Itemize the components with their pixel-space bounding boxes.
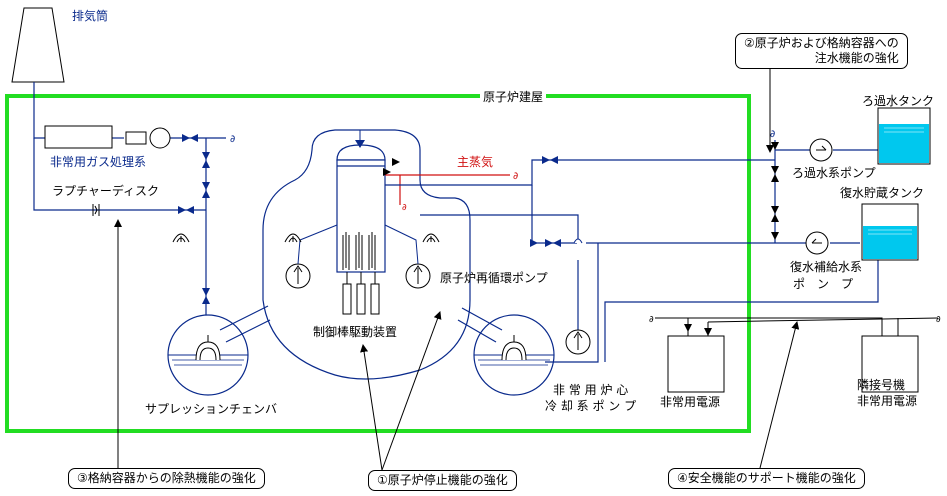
vent-pipes: [219, 305, 503, 343]
callout-injection: ②原子炉および格納容器への 注水機能の強化: [735, 33, 908, 69]
gas-treatment-label: 非常用ガス処理系: [50, 155, 147, 169]
adjacent-power-label-2: 非常用電源: [857, 394, 918, 408]
blower-icon: [125, 127, 171, 149]
emergency-power-label: 非常用電源: [660, 395, 721, 409]
filtered-water-pump-label: ろ過水系ポンプ: [792, 166, 876, 180]
filtered-vent-symbol: ∂: [770, 129, 775, 140]
exhaust-stack: [11, 7, 65, 83]
gas-treatment-unit: [44, 125, 113, 149]
adjacent-power-label-1: 隣接号機: [857, 378, 906, 392]
recirc-pump-right: [384, 224, 431, 289]
crd-label: 制御棒駆動装置: [313, 325, 398, 339]
condensate-storage-tank: [861, 203, 919, 261]
callout-pointers: [114, 68, 800, 471]
steam-valve-icons: [383, 158, 400, 176]
suppression-chamber-left: [167, 314, 249, 396]
power-symbol-right: ∂: [936, 315, 941, 325]
steam-end-symbol: ∂: [513, 171, 518, 182]
filtered-water-tank-label: ろ過水タンク: [862, 94, 935, 108]
steam-vent-symbol: ∂: [402, 203, 407, 213]
callout-support: ④安全機能のサポート機能の強化: [668, 468, 865, 489]
power-symbol-left: ∂: [649, 315, 654, 325]
fuel-assemblies: [342, 232, 376, 270]
eccs-pump-label-2: 冷 却 系 ポ ン プ: [545, 399, 637, 413]
reactor-building-outline: [5, 94, 751, 433]
eccs-pump: [565, 329, 591, 355]
injection-valve-icons: [530, 156, 561, 247]
condensate-pump: [805, 231, 829, 255]
reactor-building-label: 原子炉建屋: [480, 90, 547, 105]
stack-label: 排気筒: [72, 9, 109, 23]
callout-heat-removal: ③格納容器からの除熱機能の強化: [68, 468, 265, 489]
filtered-water-tank: [877, 107, 931, 165]
suppression-chamber-right: [473, 314, 555, 396]
pipe-crossover: [573, 238, 583, 244]
adjacent-power-box: [861, 335, 919, 393]
filtered-water-pump: [809, 138, 833, 162]
power-lines: [655, 317, 939, 336]
callout-shutdown: ①原子炉停止機能の強化: [368, 470, 517, 491]
condensate-tank-label: 復水貯蔵タンク: [840, 186, 925, 200]
rupture-disk-label: ラプチャーディスク: [52, 184, 160, 198]
condensate-pump-label-2: ポ ン プ: [793, 277, 854, 291]
recirc-pump-label: 原子炉再循環ポンプ: [440, 271, 548, 285]
drywell-spray-icons: [172, 233, 440, 243]
external-water-lines: [774, 140, 878, 244]
main-steam-line: [385, 174, 510, 205]
power-arrow-icons: [684, 324, 712, 336]
reactor-pressure-vessel: [336, 144, 386, 273]
valve-icons-gas: [178, 134, 210, 304]
crd-units: [342, 272, 380, 315]
suppression-label: サプレッションチェンバ: [145, 402, 278, 416]
main-steam-label: 主蒸気: [457, 155, 494, 169]
callout-injection-line1: ②原子炉および格納容器への: [744, 36, 899, 50]
callout-injection-line2: 注水機能の強化: [814, 51, 899, 65]
rupture-disk-icon: [92, 204, 100, 216]
emergency-power-box: [667, 335, 725, 393]
external-valve-icons: [771, 142, 779, 240]
eccs-pump-label-1: 非 常 用 炉 心: [553, 383, 629, 397]
injection-lines: [385, 159, 879, 363]
condensate-pump-label-1: 復水補給水系: [790, 260, 863, 274]
vent-symbol: ∂: [230, 134, 235, 145]
gas-treatment-lines: [33, 82, 226, 330]
